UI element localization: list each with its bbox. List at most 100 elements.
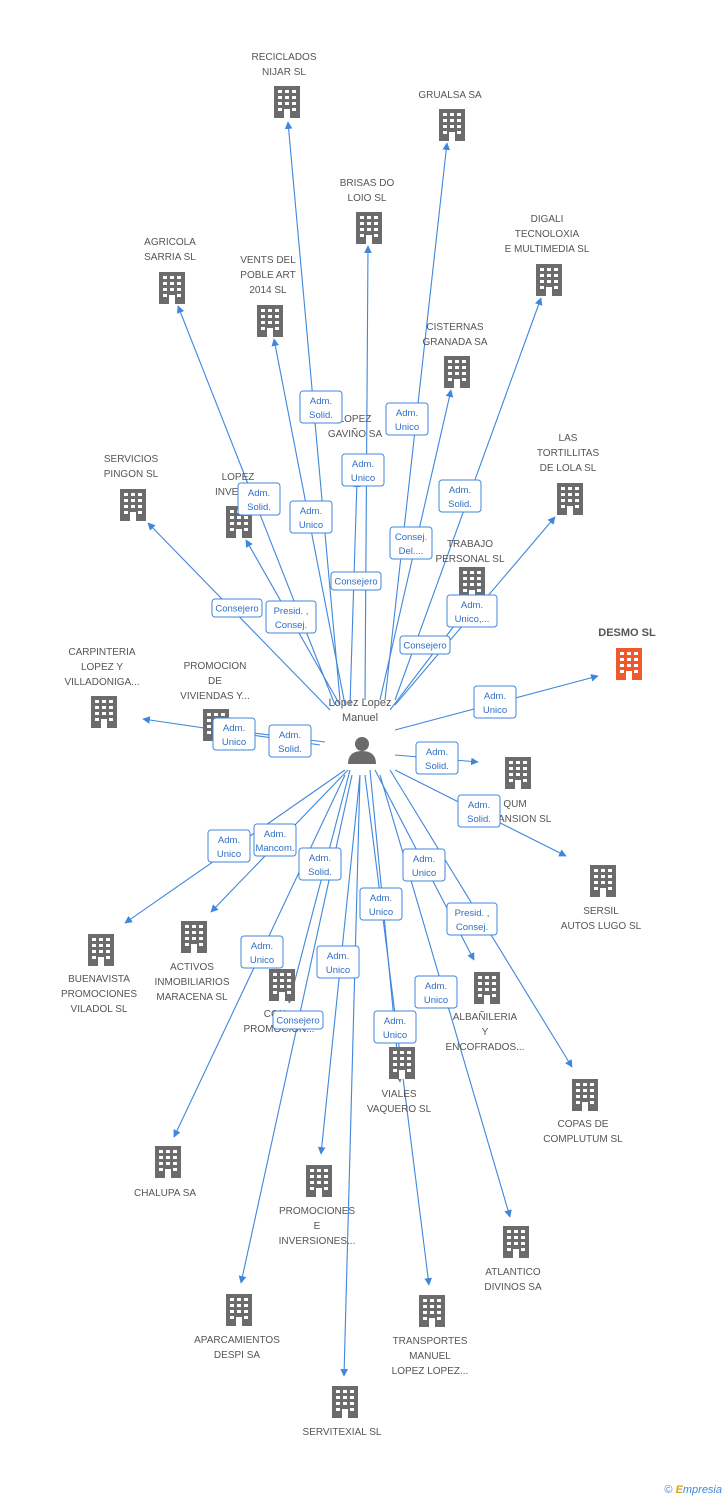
role-badge[interactable]: Adm.Solid. — [268, 724, 312, 758]
role-badge[interactable]: Adm.Unico — [414, 975, 458, 1009]
role-badge-box — [389, 526, 433, 560]
company-label: ENCOFRADOS... — [446, 1042, 525, 1053]
role-badge-box — [473, 685, 517, 719]
role-badge-box — [402, 848, 446, 882]
building-icon — [306, 1165, 332, 1197]
building-icon — [120, 489, 146, 521]
company-label: TRABAJO — [447, 539, 493, 550]
role-badge[interactable]: Presid. ,Consej. — [265, 600, 317, 634]
role-label: Adm. — [425, 981, 447, 992]
edge-line — [349, 479, 361, 706]
role-label: Adm. — [300, 506, 322, 517]
role-badge[interactable]: Adm.Unico — [373, 1010, 417, 1044]
role-badge[interactable]: Adm. Unico — [402, 848, 446, 882]
company-label: QUM — [503, 799, 526, 810]
role-badge[interactable]: Adm.Unico — [341, 453, 385, 487]
company-node-grualsa[interactable]: GRUALSA SA — [418, 90, 482, 141]
company-label: TRANSPORTES — [393, 1336, 468, 1347]
role-badge[interactable]: Adm.Solid. — [457, 794, 501, 828]
role-badge-box — [415, 741, 459, 775]
building-icon — [444, 356, 470, 388]
person-name-line-2: Manuel — [342, 712, 378, 724]
role-label: Adm. — [370, 893, 392, 904]
copyright-icon: © — [664, 1484, 673, 1496]
building-icon — [505, 757, 531, 789]
center-person-node[interactable]: Lopez Lopez Manuel — [329, 697, 392, 764]
company-node-desmo[interactable]: DESMO SL — [598, 627, 656, 680]
company-label: VENTS DEL — [240, 255, 296, 266]
company-label: APARCAMIENTOS — [194, 1335, 280, 1346]
role-label: Adm. — [352, 459, 374, 470]
role-badge[interactable]: Adm.Unico — [289, 500, 333, 534]
role-badge[interactable]: Adm.Unico — [359, 887, 403, 921]
role-badge[interactable]: Adm.Unico — [385, 402, 429, 436]
company-label: ALBAÑILERIA — [453, 1010, 518, 1023]
company-label: SERVICIOS — [104, 454, 159, 465]
company-label: SERSIL — [583, 906, 619, 917]
role-label: Adm. — [413, 854, 435, 865]
company-node-promociones2[interactable]: PROMOCIONESEINVERSIONES... — [279, 1165, 356, 1247]
role-badge[interactable]: Adm.Solid. — [299, 390, 343, 424]
company-label: DE LOLA SL — [540, 463, 597, 474]
role-badge[interactable]: Adm.Mancom. — [253, 823, 297, 857]
role-badge-box — [399, 635, 451, 655]
role-badge[interactable]: Adm.Unico — [473, 685, 517, 719]
company-node-chalupa[interactable]: CHALUPA SA — [134, 1146, 196, 1199]
role-badge[interactable]: Consej.Del.... — [389, 526, 433, 560]
role-badge-box — [316, 945, 360, 979]
role-badge[interactable]: Adm.Unico — [316, 945, 360, 979]
company-label: TECNOLOXIA — [515, 229, 580, 240]
company-label: ACTIVOS — [170, 962, 214, 973]
company-label: LOIO SL — [348, 193, 387, 204]
role-label: Adm. — [396, 408, 418, 419]
role-badge[interactable]: Consejero — [272, 1010, 324, 1030]
role-label: Adm. — [468, 800, 490, 811]
role-badge-box — [272, 1010, 324, 1030]
building-icon — [590, 865, 616, 897]
role-badge[interactable]: Adm.Solid. — [298, 847, 342, 881]
role-label: Del.... — [399, 546, 424, 557]
role-badge[interactable]: Adm.Unico — [207, 829, 251, 863]
company-label: CARPINTERIA — [68, 647, 136, 658]
role-label: Unico — [412, 868, 436, 879]
role-badge[interactable]: Presid. ,Consej. — [446, 902, 498, 936]
company-label: COMPLUTUM SL — [543, 1134, 623, 1145]
role-badge[interactable]: Consejero — [330, 571, 382, 591]
role-badge[interactable]: Adm.Unico,... — [446, 594, 498, 628]
company-node-albanileria[interactable]: ALBAÑILERIAYENCOFRADOS... — [446, 972, 525, 1053]
company-node-servitexial[interactable]: SERVITEXIAL SL — [303, 1386, 382, 1438]
role-badge[interactable]: Adm.Unico — [240, 935, 284, 969]
role-badge[interactable]: Adm.Solid. — [438, 479, 482, 513]
building-icon — [572, 1079, 598, 1111]
role-badge-box — [341, 453, 385, 487]
person-icon — [348, 737, 376, 764]
role-badge[interactable]: Adm.Solid. — [237, 482, 281, 516]
role-badge[interactable]: Consejero — [211, 598, 263, 618]
role-badge[interactable]: Adm.Unico — [212, 717, 256, 751]
role-badge[interactable]: Consejero — [399, 635, 451, 655]
role-badge[interactable]: Adm.Solid. — [415, 741, 459, 775]
brand-name: mpresia — [682, 1484, 722, 1496]
role-badge-box — [446, 902, 498, 936]
